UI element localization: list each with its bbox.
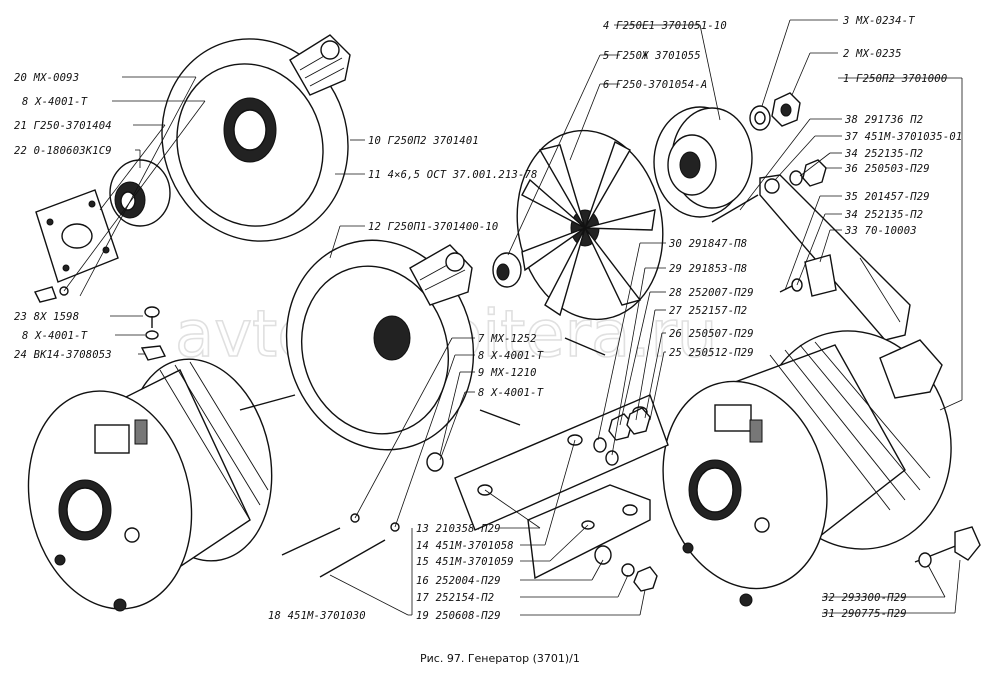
label-2: 2 MX-0235: [843, 48, 902, 60]
label-32: 32 293300-П29: [821, 592, 907, 604]
label-8a: 8 X-4001-T: [22, 96, 88, 108]
label-15: 15 451М-3701059: [416, 556, 514, 568]
label-16: 16 252004-П29: [416, 575, 501, 587]
studs-drawing: [426, 337, 606, 472]
bearing-cover-plate-drawing: [35, 189, 119, 283]
bolt-31-drawing: [914, 526, 981, 568]
pulley-nut-drawing: [771, 92, 801, 127]
label-33: 33 70-10003: [844, 225, 917, 237]
label-18: 18 451М-3701030: [268, 610, 366, 622]
label-4: 4 Г250Е1 3701051-10: [603, 20, 727, 32]
label-23: 23 8X 1598: [14, 311, 79, 323]
label-38: 38 291736 П2: [844, 114, 923, 126]
long-screws-drawing: [281, 513, 400, 578]
generator-assembly-left-drawing: [27, 358, 296, 612]
label-12: 12 Г250П1-3701400-10: [368, 221, 498, 233]
bearing-drawing: [109, 159, 171, 227]
label-14: 14 451М-3701058: [416, 540, 514, 552]
spacer-bushing-drawing: [492, 252, 522, 288]
spring-washer-drawing: [749, 105, 771, 131]
label-28: 28 252007-П29: [669, 287, 754, 299]
label-11: 11 4×6,5 ОСТ 37.001.213-78: [368, 169, 538, 181]
label-34a: 34 252135-П2: [844, 148, 923, 160]
label-17: 17 252154-П2: [416, 592, 494, 604]
label-8c: 8 X-4001-T: [478, 350, 544, 362]
label-26: 26 250507-П29: [669, 328, 754, 340]
label-34b: 34 252135-П2: [844, 209, 923, 221]
small-screw-23-drawing: [33, 286, 167, 361]
label-27: 27 252157-П2: [669, 305, 747, 317]
label-7: 7 MX-1252: [478, 333, 537, 345]
label-9: 9 MX-1210: [478, 367, 537, 379]
bolt-35-drawing: [779, 254, 837, 297]
nuts-25-27-drawing: [593, 407, 651, 466]
fan-drawing: [516, 129, 664, 321]
nut-36-drawing: [789, 159, 827, 187]
label-20: 20 MX-0093: [14, 72, 79, 84]
label-6: 6 Г250-3701054-А: [603, 79, 707, 91]
label-22: 22 0-180603К1С9: [14, 145, 112, 157]
part-labels: 20 MX-0093 8 X-4001-T 21 Г250-3701404 22…: [14, 15, 962, 622]
label-37: 37 451М-3701035-01: [844, 131, 962, 143]
label-31: 31 290775-П29: [821, 608, 907, 620]
pulley-drawing: [653, 106, 753, 218]
generator-assembly-right-drawing: [662, 330, 952, 607]
label-19: 19 250608-П29: [416, 610, 501, 622]
label-24: 24 ВК14-3708053: [14, 349, 112, 361]
label-8d: 8 X-4001-T: [478, 387, 544, 399]
label-25: 25 250512-П29: [669, 347, 754, 359]
label-21: 21 Г250-3701404: [14, 120, 112, 132]
figure-caption: Рис. 97. Генератор (3701)/1: [420, 652, 580, 665]
leader-lines: [63, 19, 963, 616]
label-35: 35 201457-П29: [844, 191, 930, 203]
label-10: 10 Г250П2 3701401: [368, 135, 479, 147]
washers-16-17-drawing: [594, 545, 658, 592]
stud-38-drawing: [711, 194, 759, 223]
label-13: 13 210358-П29: [416, 523, 501, 535]
label-30: 30 291847-П8: [668, 238, 747, 250]
label-36: 36 250503-П29: [844, 163, 930, 175]
label-29: 29 291853-П8: [669, 263, 747, 275]
front-cover-drawing: [161, 34, 351, 242]
label-1: 1 Г250П2 3701000: [843, 73, 947, 85]
label-5: 5 Г250Ж 3701055: [603, 50, 701, 62]
rear-cover-drawing: [285, 239, 475, 451]
label-8b: 8 X-4001-T: [22, 330, 88, 342]
label-3: 3 MX-0234-T: [842, 15, 915, 27]
